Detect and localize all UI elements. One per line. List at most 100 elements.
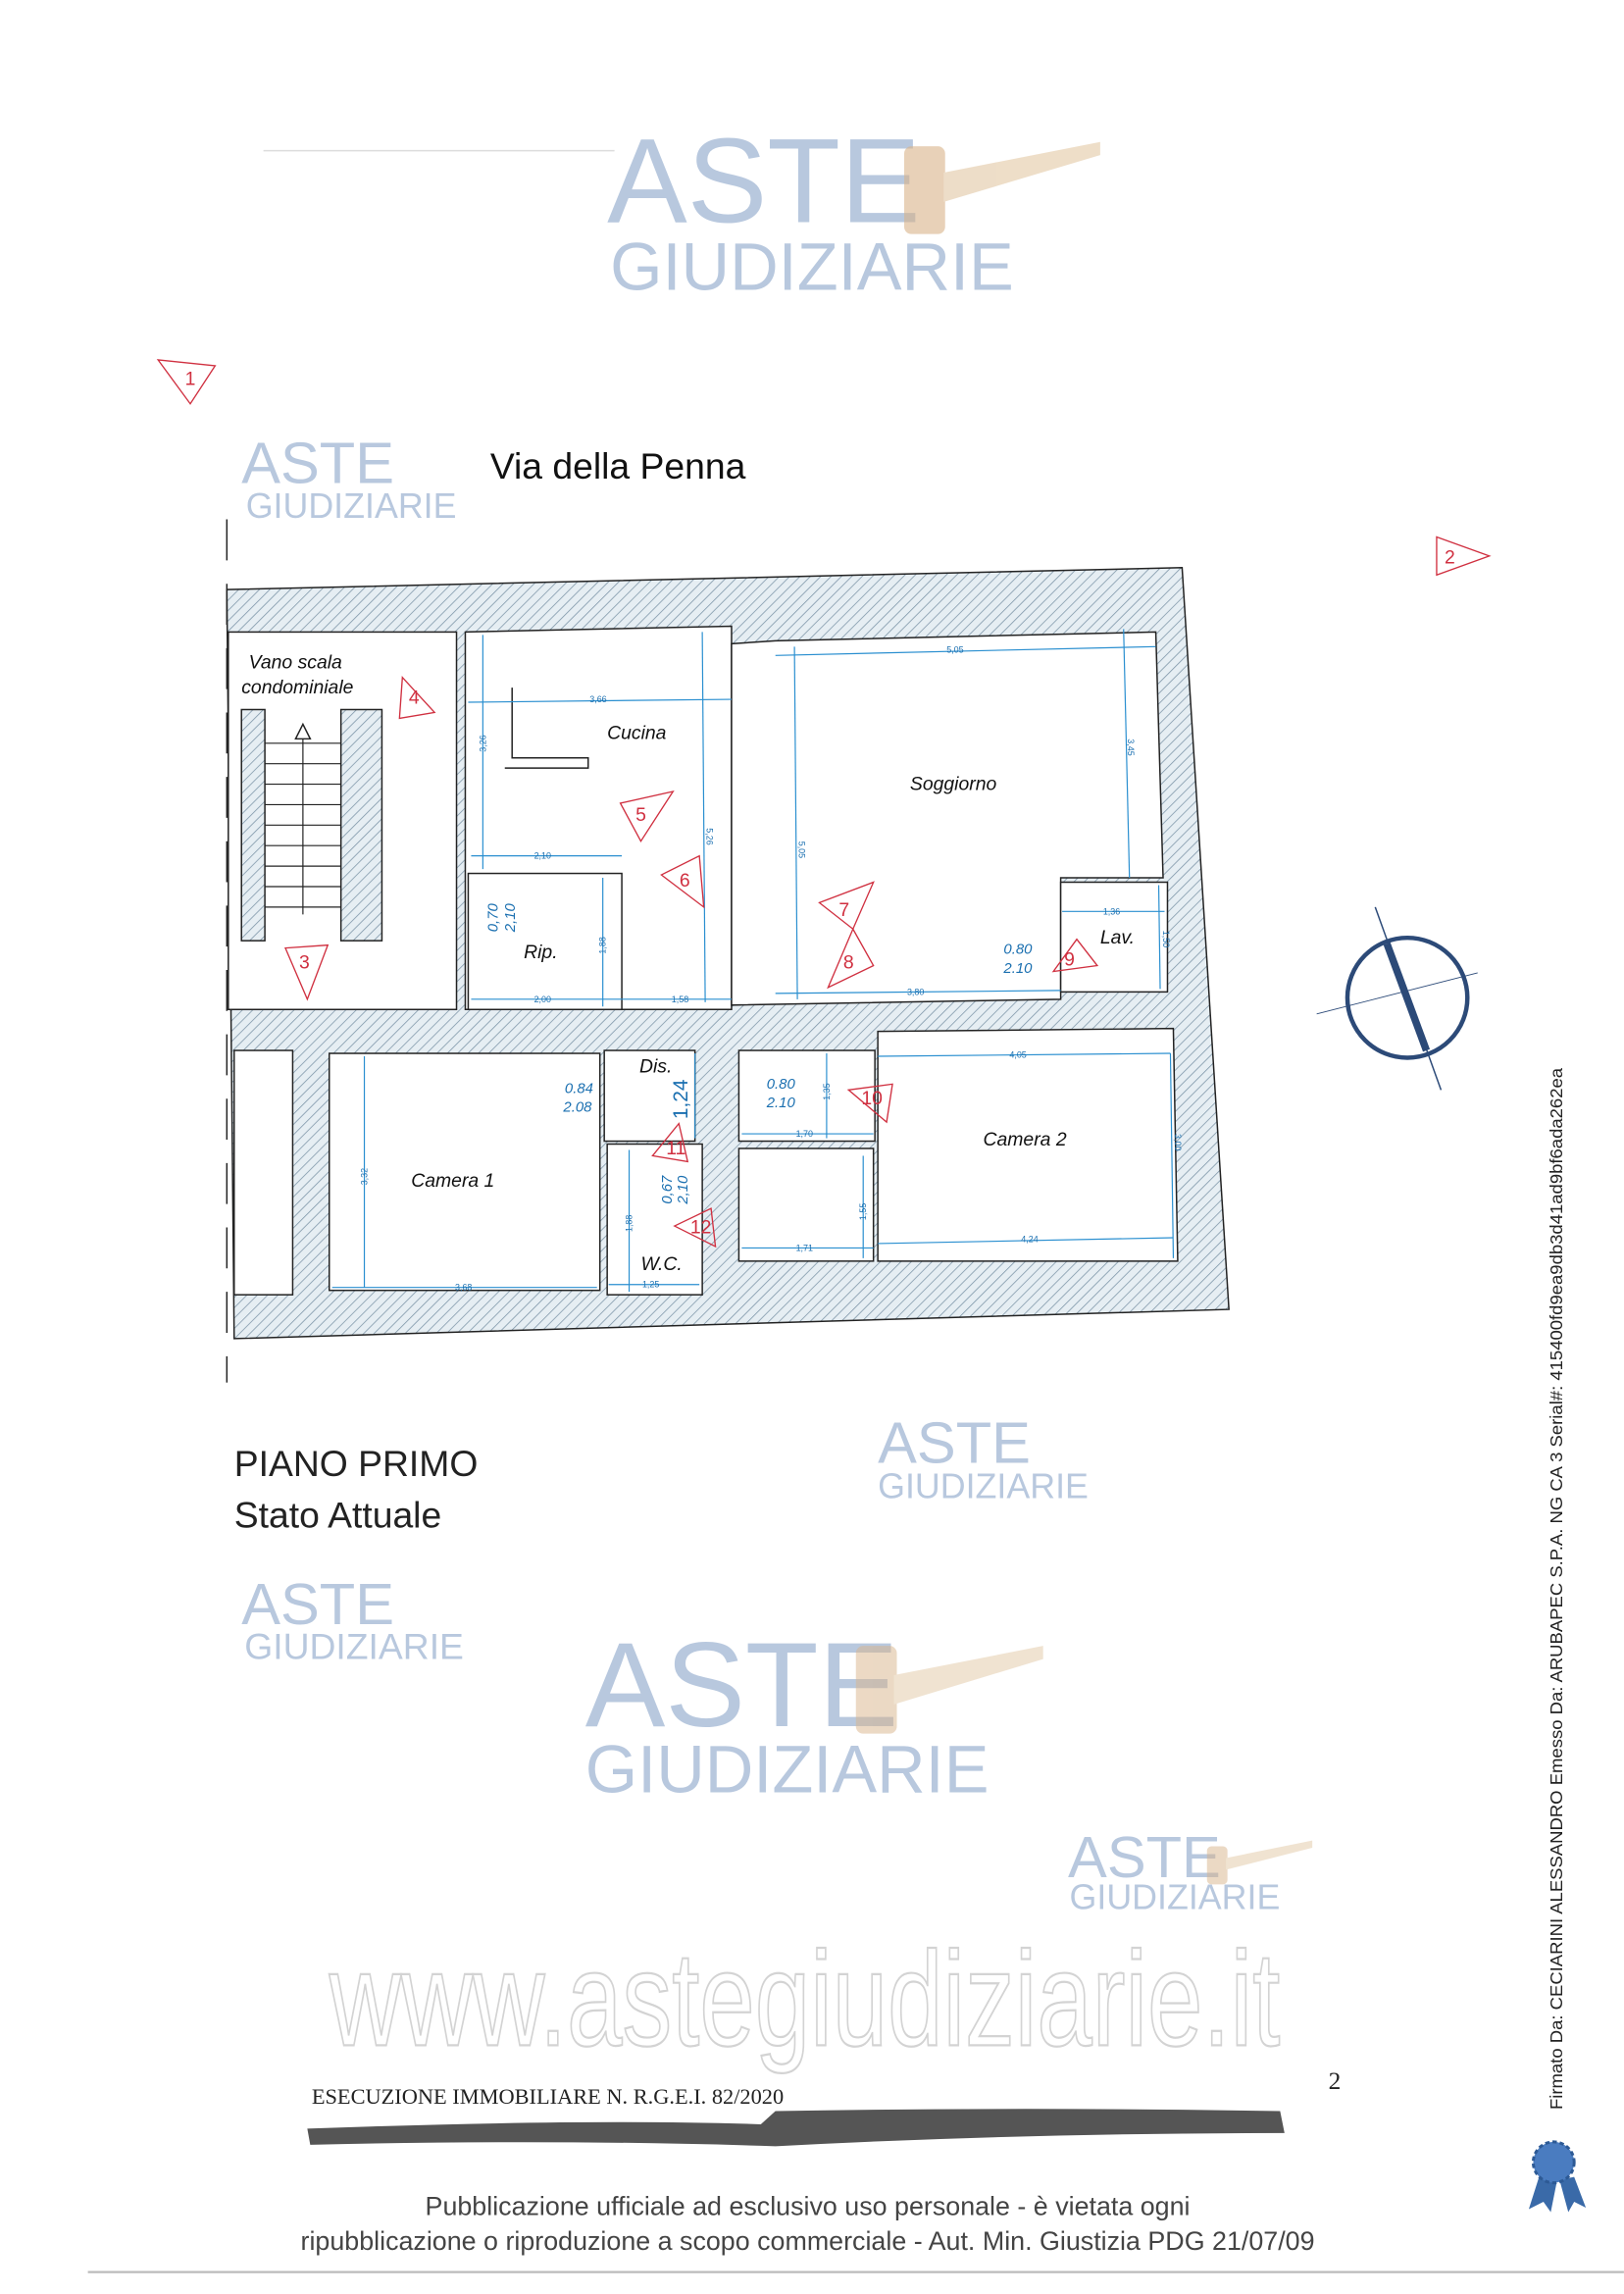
viewpoint-1: 1 <box>156 359 217 405</box>
svg-text:1,71: 1,71 <box>796 1243 813 1252</box>
svg-text:1,88: 1,88 <box>598 937 608 953</box>
dimension-lines <box>331 629 1175 1293</box>
room-closet-2 <box>737 1147 875 1262</box>
svg-text:2,10: 2,10 <box>503 902 519 933</box>
redaction-scribble <box>307 2109 1285 2147</box>
svg-text:12: 12 <box>690 1217 712 1239</box>
svg-text:GIUDIZIARIE: GIUDIZIARIE <box>244 1626 464 1667</box>
viewpoint-8: 8 <box>827 927 875 990</box>
room-label: Lav. <box>1100 927 1135 948</box>
room-label: W.C. <box>640 1253 682 1275</box>
svg-text:ASTE: ASTE <box>878 1410 1031 1476</box>
svg-text:2,00: 2,00 <box>534 994 551 1004</box>
svg-text:1,36: 1,36 <box>1103 906 1120 916</box>
dimension-labels: 3,66 3,26 5,26 2,10 1,88 2,00 1,58 5,05 … <box>360 644 1183 1292</box>
room-label: Rip. <box>524 942 557 963</box>
svg-text:0.80: 0.80 <box>1003 943 1033 958</box>
svg-text:2.10: 2.10 <box>766 1096 796 1111</box>
viewpoint-10: 10 <box>846 1083 893 1124</box>
svg-text:3,66: 3,66 <box>589 694 606 704</box>
svg-text:6: 6 <box>680 870 690 892</box>
viewpoint-9: 9 <box>1051 938 1099 973</box>
room-wc <box>606 1143 703 1296</box>
door-labels: 0,70 2,10 0.80 2.10 0.84 2.08 0.80 2.10 … <box>485 902 1033 1204</box>
floor-plan: Vano scala condominiale Cucina Rip. Sogg… <box>226 519 1230 1383</box>
svg-text:5: 5 <box>635 804 646 826</box>
svg-text:3,26: 3,26 <box>478 735 487 751</box>
svg-text:1,50: 1,50 <box>1161 931 1171 947</box>
svg-text:3,80: 3,80 <box>907 987 924 996</box>
viewpoint-7: 7 <box>818 881 875 931</box>
viewpoint-11: 11 <box>651 1122 689 1163</box>
svg-text:1,88: 1,88 <box>625 1215 634 1232</box>
svg-text:7: 7 <box>838 899 849 921</box>
svg-text:ASTE: ASTE <box>607 114 920 248</box>
seal-ribbon-icon <box>1528 2140 1587 2213</box>
room-label: Cucina <box>607 722 667 743</box>
viewpoint-12: 12 <box>673 1207 717 1249</box>
svg-text:GIUDIZIARIE: GIUDIZIARIE <box>246 486 457 526</box>
svg-text:5,05: 5,05 <box>946 644 963 654</box>
svg-text:1,58: 1,58 <box>672 994 688 1004</box>
room-label: Soggiorno <box>910 774 997 795</box>
svg-text:1,25: 1,25 <box>642 1280 659 1290</box>
aste-giudiziarie-watermark: ASTE GIUDIZIARIE ASTE GIUDIZIARIE <box>241 1571 1313 1917</box>
svg-text:11: 11 <box>666 1138 685 1159</box>
notice-line-1: Pubblicazione ufficiale ad esclusivo uso… <box>426 2191 1191 2220</box>
svg-text:0.84: 0.84 <box>565 1081 593 1096</box>
room-camera-2 <box>877 1027 1179 1262</box>
case-number: ESECUZIONE IMMOBILIARE N. R.G.E.I. 82/20… <box>312 2084 784 2109</box>
room-closet-1 <box>737 1049 876 1143</box>
svg-text:GIUDIZIARIE: GIUDIZIARIE <box>878 1467 1089 1506</box>
corridor-height: 1,24 <box>670 1080 692 1120</box>
room-lavanderia <box>1059 881 1169 994</box>
room-label: condominiale <box>241 677 353 698</box>
svg-text:ASTE: ASTE <box>241 1571 394 1637</box>
digital-signature: Firmato Da: CECIARINI ALESSANDRO Emesso … <box>1547 1067 1566 2110</box>
svg-text:ASTE: ASTE <box>585 1617 898 1752</box>
svg-text:2: 2 <box>1445 546 1455 568</box>
viewpoint-markers: 1 2 3 4 5 6 7 8 9 10 11 12 <box>156 359 1492 1249</box>
room-camera-1 <box>328 1052 601 1292</box>
room-label: Vano scala <box>249 652 342 674</box>
svg-text:2,10: 2,10 <box>676 1175 691 1205</box>
svg-text:3,00: 3,00 <box>1173 1134 1183 1150</box>
aste-giudiziarie-logo-top: ASTE GIUDIZIARIE <box>607 114 1100 304</box>
viewpoint-5: 5 <box>619 790 675 843</box>
page-number: 2 <box>1329 2067 1342 2095</box>
svg-text:1,35: 1,35 <box>822 1083 832 1099</box>
svg-text:1: 1 <box>185 368 196 389</box>
notice-line-2: ripubblicazione o riproduzione a scopo c… <box>301 2226 1315 2256</box>
room-left-strip <box>233 1049 294 1296</box>
north-compass-icon <box>1316 906 1478 1091</box>
viewpoint-4: 4 <box>398 676 436 720</box>
svg-text:2,10: 2,10 <box>534 851 551 861</box>
svg-text:1,70: 1,70 <box>796 1129 813 1139</box>
svg-text:3,32: 3,32 <box>360 1168 370 1185</box>
viewpoint-3: 3 <box>283 943 330 1001</box>
svg-text:GIUDIZIARIE: GIUDIZIARIE <box>1070 1878 1281 1917</box>
street-name: Via della Penna <box>490 445 746 486</box>
staircase <box>240 708 383 942</box>
svg-text:GIUDIZIARIE: GIUDIZIARIE <box>610 229 1014 304</box>
gavel-icon <box>903 141 1100 234</box>
aste-giudiziarie-watermark: ASTE GIUDIZIARIE ASTE GIUDIZIARIE <box>585 1410 1089 1808</box>
svg-text:ASTE: ASTE <box>1068 1824 1221 1890</box>
svg-text:2.10: 2.10 <box>1002 961 1033 977</box>
room-ripostiglio <box>467 872 623 1011</box>
svg-text:ASTE: ASTE <box>241 430 394 495</box>
room-label: Dis. <box>639 1055 672 1077</box>
svg-text:4,05: 4,05 <box>1009 1050 1026 1060</box>
svg-text:0,70: 0,70 <box>485 902 501 932</box>
plan-title: PIANO PRIMO <box>234 1443 479 1484</box>
room-label: Camera 2 <box>984 1129 1067 1150</box>
svg-text:1,55: 1,55 <box>858 1203 868 1220</box>
svg-text:2.08: 2.08 <box>562 1100 592 1116</box>
svg-text:5,05: 5,05 <box>797 841 807 858</box>
room-soggiorno <box>731 631 1164 1006</box>
svg-text:GIUDIZIARIE: GIUDIZIARIE <box>585 1731 990 1807</box>
svg-text:9: 9 <box>1064 949 1075 971</box>
svg-text:4,24: 4,24 <box>1021 1234 1038 1244</box>
url-watermark: www.astegiudiziarie.it <box>329 1924 1280 2074</box>
